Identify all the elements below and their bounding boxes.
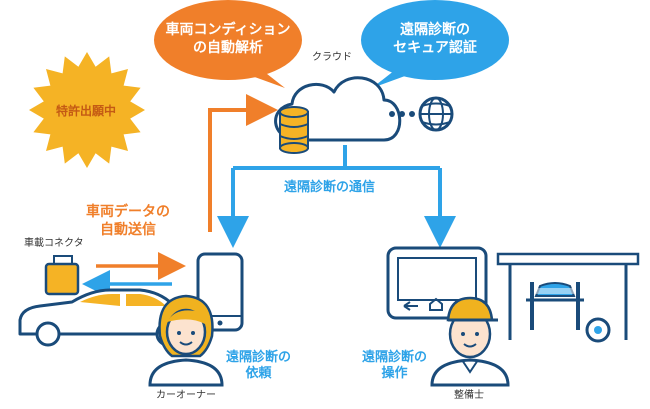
communication-label: 遠隔診断の通信 [284,180,376,195]
operation-label: 遠隔診断の 操作 [362,350,427,383]
tire-icon [585,317,611,343]
database-icon [279,106,309,154]
connection-dots [389,111,415,117]
garage-icon [496,252,640,343]
auto-send-line2: 自動送信 [100,221,156,238]
auto-send-label: 車両データの 自動送信 [86,204,170,239]
car-owner-label: カーオーナー [156,390,216,401]
connector-label: 車載コネクタ [24,238,84,249]
car-owner-avatar [148,294,224,387]
mechanic-avatar [430,296,510,387]
cloud-icon [274,76,402,154]
security-bubble [361,0,509,88]
communication-arrows [217,145,456,248]
connector-icon [44,255,80,296]
request-line1: 遠隔診断の [226,350,292,365]
security-bubble-text: 遠隔診断の セキュア認証 [368,22,502,57]
cloud-label: クラウド [312,52,352,63]
patent-badge-label: 特許出願中 [56,104,117,118]
operation-line2: 操作 [381,366,408,382]
auto-send-line1: 車両データの [86,204,170,220]
security-bubble-line2: セキュア認証 [393,39,477,56]
operation-line1: 遠隔診断の [362,350,428,365]
request-line2: 依頼 [245,366,272,382]
security-bubble-line1: 遠隔診断の [400,22,470,38]
analysis-bubble-line2: の自動解析 [193,39,263,56]
analysis-bubble [154,0,302,88]
analysis-bubble-line1: 車両コンディション [165,22,291,38]
request-label: 遠隔診断の 依頼 [226,350,291,383]
mechanic-label: 整備士 [454,390,484,401]
upload-arrow [208,94,278,232]
globe-icon [418,96,454,132]
analysis-bubble-text: 車両コンディション の自動解析 [160,22,296,57]
patent-badge [29,52,145,168]
